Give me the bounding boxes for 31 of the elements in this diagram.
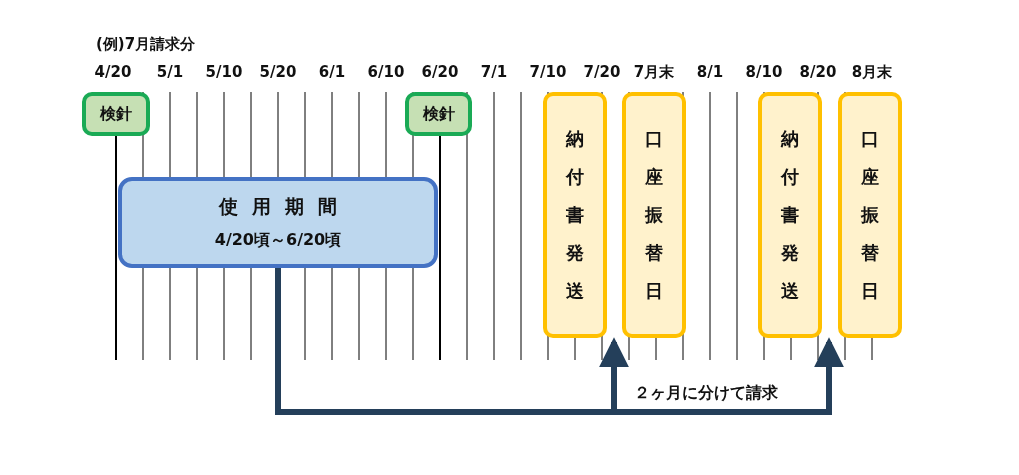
date-label: 5/1	[154, 63, 186, 81]
date-label: 6/1	[316, 63, 348, 81]
date-label: 8月末	[849, 63, 895, 82]
box-text: 納付書発送	[780, 127, 800, 303]
date-label: 7/10	[527, 63, 569, 81]
date-label: 7/20	[581, 63, 623, 81]
meter-reading-box	[405, 92, 472, 136]
box-text: 口座振替日	[860, 127, 880, 303]
usage-period-box	[118, 177, 438, 268]
date-label: 8/1	[694, 63, 726, 81]
meter-reading-box	[82, 92, 150, 136]
schedule-box	[622, 92, 686, 338]
schedule-box	[543, 92, 607, 338]
schedule-box	[758, 92, 822, 338]
date-label: 5/20	[257, 63, 299, 81]
date-label: 8/20	[797, 63, 839, 81]
box-text: 4/20頃～6/20頃	[214, 230, 342, 251]
schedule-box	[838, 92, 902, 338]
box-text: 口座振替日	[644, 127, 664, 303]
date-label: 6/20	[419, 63, 461, 81]
title: (例)7月請求分	[96, 35, 196, 54]
date-label: 8/10	[743, 63, 785, 81]
date-label: 7月末	[631, 63, 677, 82]
date-label: 7/1	[478, 63, 510, 81]
box-text: 検針	[100, 103, 132, 125]
box-text: 納付書発送	[565, 127, 585, 303]
date-label: 6/10	[365, 63, 407, 81]
date-label: 4/20	[92, 63, 134, 81]
date-label: 5/10	[203, 63, 245, 81]
box-heading: 使用期間	[219, 194, 351, 219]
box-text: 検針	[422, 103, 455, 125]
